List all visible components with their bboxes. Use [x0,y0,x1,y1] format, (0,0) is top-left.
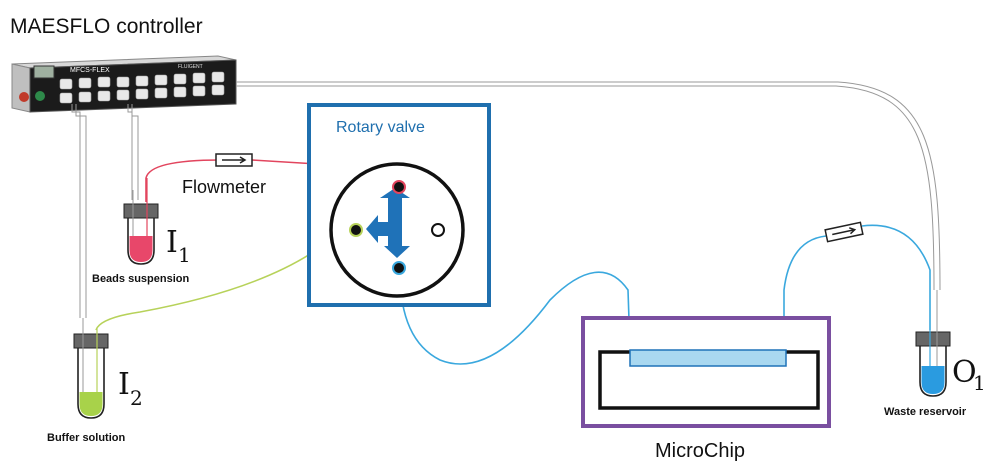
controller-display [33,65,55,79]
controller-red-button [19,92,29,102]
valve-title: Rotary valve [336,119,425,136]
flowmeter-label: Flowmeter [182,177,266,197]
chip-channel [629,349,787,367]
flowmeter-2 [824,221,864,243]
pressure-tubing [71,81,941,318]
valve-rotor-arrows [366,188,410,258]
waste-tubing [861,224,931,330]
inlet-2-label: Buffer solution [47,432,125,444]
maesflo-controller: MFCS-FLEX FLUIGENT [11,55,237,113]
chip-label: MicroChip [655,440,745,462]
inlet-1-subscript: 1 [178,243,191,267]
controller-brand-left: MFCS-FLEX [70,67,110,74]
valve-port-right [431,223,445,237]
inlet-2-subscript: 2 [130,386,143,410]
controller-green-button [35,91,45,101]
inlet-1-symbol: I [166,225,178,260]
waste-reservoir [915,290,951,397]
flowmeter-1 [215,153,253,167]
valve-port-bottom [392,261,406,275]
outlet-label: Waste reservoir [884,406,967,418]
controller-title: MAESFLO controller [10,15,203,38]
microchip [581,316,831,428]
chip-outlet-tubing [783,235,827,350]
rotary-valve: Rotary valve [307,103,491,307]
controller-brand-right: FLUIGENT [178,64,203,70]
buffer-reservoir [73,318,109,419]
controller-channel-knobs [59,71,225,104]
inlet-2-symbol: I [118,367,130,402]
valve-port-top [392,180,406,194]
outlet-subscript: 1 [973,371,986,395]
outlet-symbol: O [952,355,977,390]
inlet-1-label: Beads suspension [92,273,189,285]
valve-to-chip-tubing [399,271,631,365]
valve-port-left [349,223,363,237]
beads-reservoir [123,178,159,265]
